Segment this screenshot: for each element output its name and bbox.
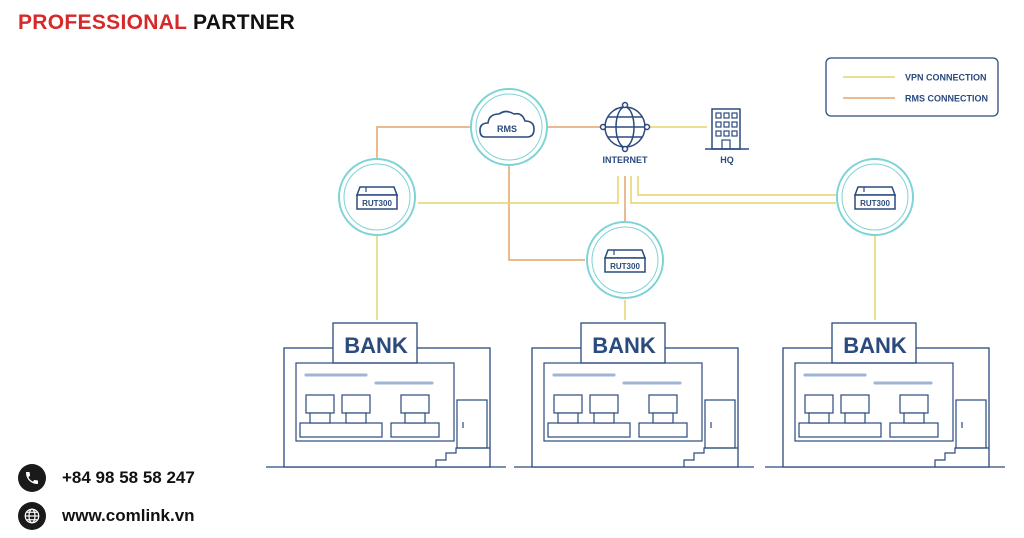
website-link[interactable]: www.comlink.vn [62, 506, 195, 525]
hq-node: HQ [705, 108, 749, 165]
bank-right: BANK [763, 321, 1007, 469]
rms-line-center-router [508, 165, 585, 261]
cloud-icon [479, 110, 535, 138]
router-node-center: RUT300 [586, 221, 664, 299]
contact-website: www.comlink.vn [18, 502, 195, 530]
contact-phone: +84 98 58 58 247 [18, 464, 195, 492]
legend-vpn-label: VPN CONNECTION [905, 73, 987, 83]
router-icon [603, 249, 647, 273]
router-icon [853, 186, 897, 210]
router-label-left: RUT300 [362, 199, 392, 208]
internet-node: INTERNET [599, 101, 651, 165]
internet-label: INTERNET [603, 155, 649, 165]
vpn-line-right-router-2 [637, 176, 836, 196]
router-label-center: RUT300 [610, 262, 640, 271]
legend-rms-label: RMS CONNECTION [905, 94, 988, 104]
vpn-line-right-router [630, 176, 836, 204]
vpn-line-left-router [418, 176, 619, 204]
brand-red-text: PROFESSIONAL [18, 11, 187, 34]
rms-node: RMS [470, 88, 548, 166]
router-icon [355, 186, 399, 210]
hq-label: HQ [720, 155, 734, 165]
header-title: PROFESSIONAL PARTNER [18, 11, 295, 35]
bank-label-right: BANK [843, 333, 907, 358]
vpn-connections [376, 126, 876, 320]
phone-number[interactable]: +84 98 58 58 247 [62, 468, 195, 487]
rms-line-left-router [376, 126, 471, 158]
bank-left: BANK [264, 321, 508, 469]
rms-connections [376, 126, 626, 261]
brand-black-text: PARTNER [193, 11, 296, 34]
rms-label: RMS [497, 124, 517, 134]
globe-network-icon [599, 101, 651, 153]
legend: VPN CONNECTION RMS CONNECTION [825, 57, 999, 117]
router-node-left: RUT300 [338, 158, 416, 236]
bank-label-left: BANK [344, 333, 408, 358]
bank-label-center: BANK [592, 333, 656, 358]
router-node-right: RUT300 [836, 158, 914, 236]
phone-icon [18, 464, 46, 492]
globe-icon [18, 502, 46, 530]
building-icon [705, 108, 749, 150]
router-label-right: RUT300 [860, 199, 890, 208]
bank-center: BANK [512, 321, 756, 469]
